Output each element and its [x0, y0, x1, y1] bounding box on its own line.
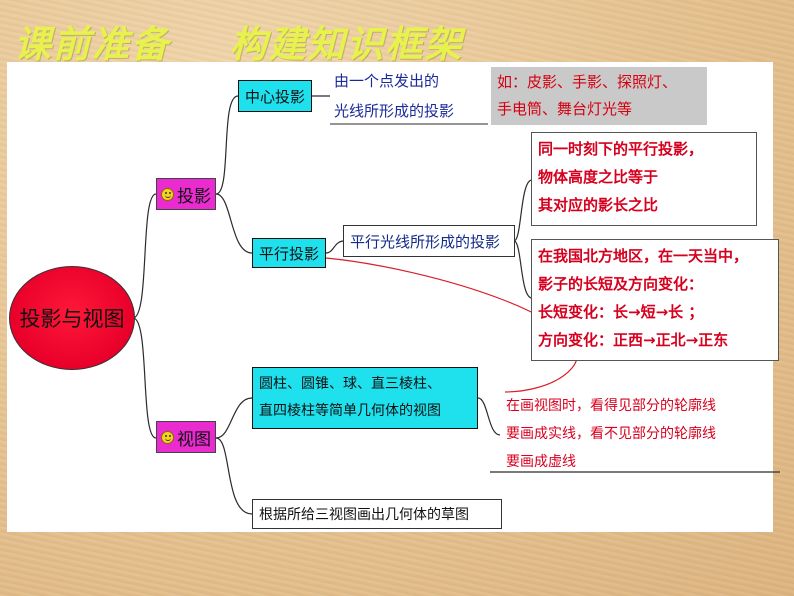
note-line: 长短变化：长→短→长 ；: [538, 303, 704, 321]
connector-projection-central: [215, 95, 239, 195]
note-line: 在我国北方地区，在一天当中，: [538, 247, 749, 265]
connector-view-solids: [215, 397, 253, 439]
simple-solids-view-node[interactable]: 圆柱、圆锥、球、直三棱柱、 直四棱柱等简单几何体的视图: [252, 367, 478, 429]
page-title: 课前准备 构建知识框架: [14, 23, 464, 66]
connector-parallel-note1: [513, 179, 533, 242]
connector-projection-parallel: [215, 193, 253, 254]
parallel-projection-node[interactable]: 平行投影: [252, 238, 326, 268]
smiley-icon: [161, 430, 174, 444]
parallel-note-ratio: 同一时刻下的平行投影， 物体高度之比等于 其对应的影长之比: [531, 132, 757, 226]
note-line: 方向变化：正西→正北→正东: [538, 331, 729, 349]
view-label: 视图: [177, 429, 211, 450]
parallel-projection-desc: 平行光线所形成的投影: [343, 225, 515, 257]
connector-solids-note: [477, 397, 501, 436]
projection-node[interactable]: 投影: [156, 178, 216, 210]
connector-parallel-desc: [325, 240, 345, 254]
sketch-from-three-views-node[interactable]: 根据所给三视图画出几何体的草图: [252, 499, 502, 529]
connector-root-projection: [132, 193, 157, 319]
smiley-icon: [161, 187, 174, 201]
solids-line: 圆柱、圆锥、球、直三棱柱、: [259, 376, 441, 392]
projection-label: 投影: [177, 186, 211, 207]
connector-parallel-note2: [513, 240, 533, 299]
central-projection-node[interactable]: 中心投影: [238, 80, 312, 112]
note-line: 同一时刻下的平行投影，: [538, 140, 704, 158]
view-note-line: 要画成实线，看不见部分的轮廓线: [506, 426, 716, 442]
central-projection-examples: 如：皮影、手影、探照灯、 手电筒、舞台灯光等: [491, 67, 707, 125]
view-note-line: 要画成虚线: [506, 454, 576, 470]
parallel-note-shadow-change: 在我国北方地区，在一天当中， 影子的长短及方向变化： 长短变化：长→短→长 ； …: [531, 239, 779, 361]
solids-line: 直四棱柱等简单几何体的视图: [259, 403, 441, 419]
examples-line: 手电筒、舞台灯光等: [497, 100, 633, 118]
connector-view-sketch: [215, 437, 253, 515]
central-projection-desc: 由一个点发出的 光线所形成的投影: [334, 66, 454, 126]
examples-line: 如：皮影、手影、探照灯、: [497, 73, 678, 91]
view-note-line: 在画视图时，看得见部分的轮廓线: [506, 398, 716, 414]
view-node[interactable]: 视图: [156, 421, 216, 453]
central-desc-line: 由一个点发出的: [334, 72, 440, 90]
root-node[interactable]: 投影与视图: [9, 266, 135, 370]
view-drawing-note: 在画视图时，看得见部分的轮廓线 要画成实线，看不见部分的轮廓线 要画成虚线: [506, 392, 716, 476]
note-line: 其对应的影长之比: [538, 196, 659, 214]
connector-root-view: [132, 317, 157, 439]
note-line: 物体高度之比等于: [538, 168, 659, 186]
central-desc-line: 光线所形成的投影: [334, 102, 455, 120]
note-line: 影子的长短及方向变化：: [538, 275, 704, 293]
